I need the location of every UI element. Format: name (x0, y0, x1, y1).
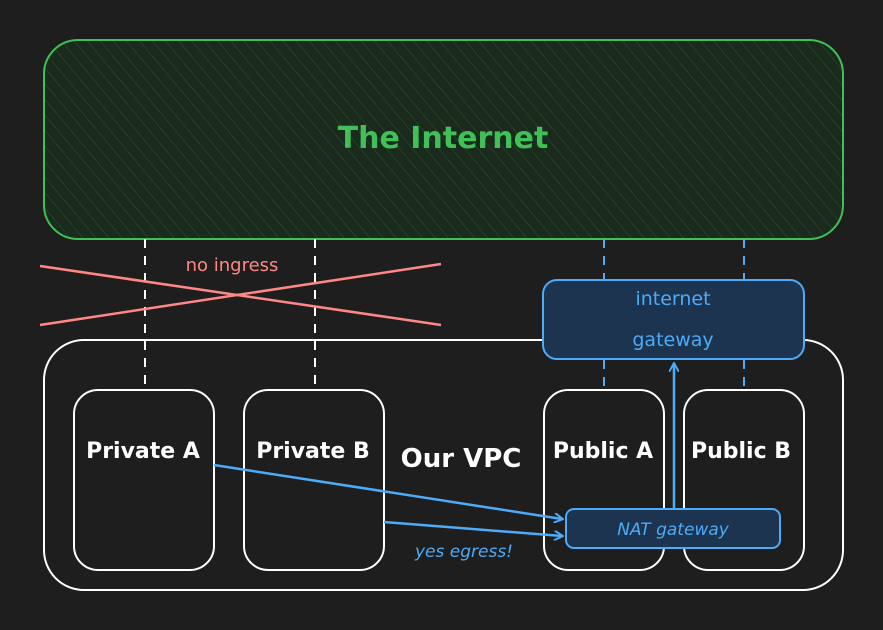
internet-box: The Internet (43, 39, 844, 240)
no-ingress-cross (39, 262, 442, 327)
egress-arrows (213, 364, 674, 536)
internet-gateway-label-line2: gateway (632, 329, 713, 351)
private-connectors (144, 239, 316, 390)
no-ingress-label: no ingress (186, 255, 279, 276)
private-b-egress-arrow (383, 520, 562, 536)
internet-gateway-label-line1: internet (635, 288, 710, 310)
public-connectors (603, 239, 745, 390)
vpc-label: Our VPC (401, 444, 522, 474)
nat-gateway: NAT gateway (565, 508, 781, 549)
subnet-public-b-label: Public B (691, 439, 791, 464)
internet-label: The Internet (338, 121, 549, 156)
subnet-private-a-label: Private A (86, 439, 200, 464)
private-a-egress-arrow (213, 463, 562, 519)
yes-egress-label: yes egress! (414, 542, 513, 562)
nat-gateway-label: NAT gateway (617, 520, 730, 540)
internet-gateway: internet gateway (542, 279, 805, 360)
subnet-public-a-label: Public A (553, 439, 653, 464)
vpc-box (43, 339, 844, 591)
subnet-private-a: Private A (73, 389, 215, 571)
subnet-private-b-label: Private B (256, 439, 370, 464)
